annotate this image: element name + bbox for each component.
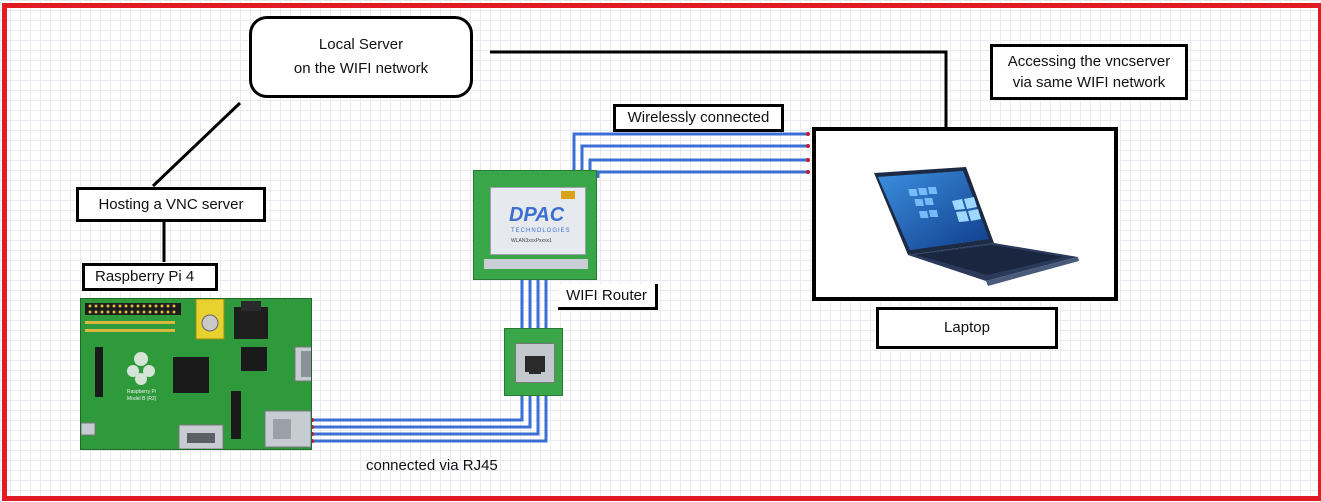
raspberry-logo bbox=[127, 352, 155, 385]
router-to-rj45-wires bbox=[520, 280, 548, 328]
server-to-hosting-line bbox=[151, 101, 242, 188]
rj45-to-pi-wires bbox=[310, 396, 548, 443]
router-antenna-chip bbox=[561, 191, 575, 199]
pi-name-2: Model B (R2) bbox=[127, 396, 157, 402]
hosting-vnc-label: Hosting a VNC server bbox=[76, 187, 266, 222]
wifi-router-module: DPAC TECHNOLOGIES WLAN3xxxPxxxx1 bbox=[473, 170, 597, 280]
accessing-label: Accessing the vncserver via same WIFI ne… bbox=[990, 44, 1188, 100]
server-to-laptop-line bbox=[490, 50, 948, 128]
gpio-header bbox=[85, 303, 181, 315]
rj45-port bbox=[515, 343, 555, 383]
router-sub: TECHNOLOGIES bbox=[511, 228, 571, 234]
laptop-icon bbox=[874, 167, 1079, 286]
laptop-frame bbox=[812, 127, 1118, 301]
red-border-frame bbox=[2, 3, 1321, 501]
rj45-jack bbox=[504, 328, 563, 396]
power-port bbox=[80, 422, 96, 436]
wirelessly-connected-label: Wirelessly connected bbox=[613, 104, 784, 132]
audio-jack bbox=[234, 307, 268, 339]
local-server-box: Local Server on the WIFI network bbox=[249, 16, 473, 98]
router-model: WLAN3xxxPxxxx1 bbox=[511, 238, 552, 244]
soc-chip bbox=[173, 357, 209, 393]
router-brand: DPAC bbox=[509, 204, 565, 226]
accessing-line1: Accessing the vncserver bbox=[1007, 53, 1171, 70]
laptop-label: Laptop bbox=[876, 307, 1058, 349]
local-server-line1: Local Server bbox=[318, 36, 404, 53]
rj45-caption: connected via RJ45 bbox=[366, 457, 498, 474]
router-pin-strip bbox=[484, 259, 588, 269]
raspberry-pi-label: Raspberry Pi 4 bbox=[82, 263, 218, 291]
raspberry-pi-board: Raspberry Pi Model B (R2) bbox=[80, 298, 318, 450]
hdmi-port bbox=[178, 424, 224, 450]
wifi-router-label: WIFI Router bbox=[558, 284, 658, 310]
router-shield: DPAC TECHNOLOGIES WLAN3xxxPxxxx1 bbox=[490, 187, 586, 255]
pi-board-details: Raspberry Pi Model B (R2) bbox=[80, 298, 318, 450]
local-server-line2: on the WIFI network bbox=[293, 60, 429, 77]
wireless-wires bbox=[572, 132, 810, 178]
pi-name-1: Raspberry Pi bbox=[127, 389, 156, 395]
accessing-line2: via same WIFI network bbox=[1012, 74, 1166, 91]
